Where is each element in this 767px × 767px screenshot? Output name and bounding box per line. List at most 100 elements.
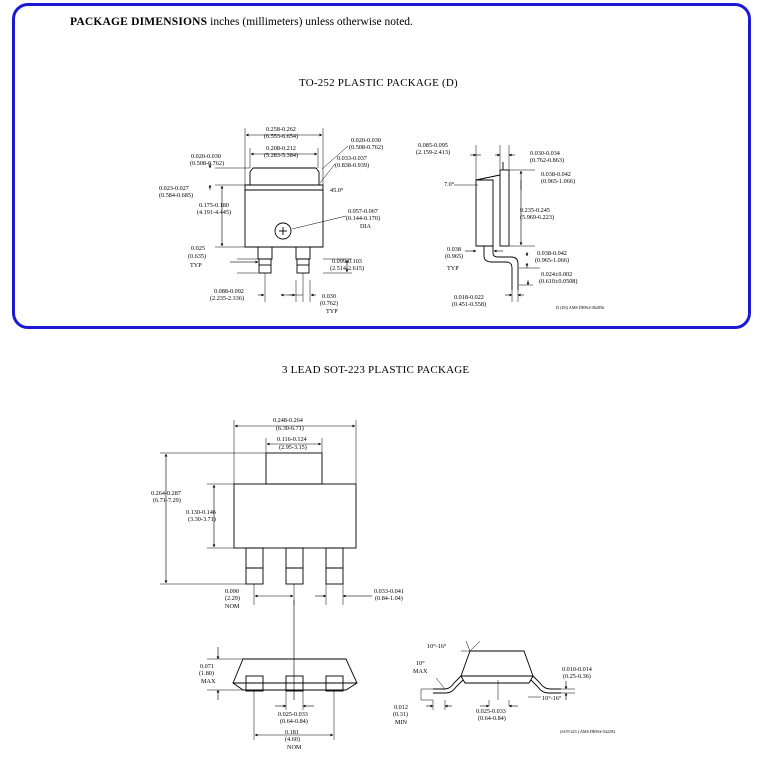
sot223-body (233, 483, 357, 549)
to252-side-tab (499, 169, 510, 247)
dimension-label-to252-side-drawing-id: D (D3) AMS DRW# 062856 (556, 305, 604, 310)
dimension-label-to252-side-dim-h-in: 0.018-0.022 (454, 294, 484, 301)
sot223-side-body (460, 650, 534, 677)
to252-lead-left (257, 246, 273, 260)
sot223-front-lead-3 (325, 675, 344, 692)
dimension-label-sot-top-dim-total-h-in: 0.264-0.287 (151, 490, 181, 497)
dimension-label-to252-side-dim-d-in: 0.235-0.245 (520, 207, 550, 214)
dimension-label-sot-side-dim-lead-mm: (0.64-0.84) (478, 715, 506, 722)
dimension-label-sot-side-dim-angle-right: 10°-16° (542, 695, 562, 702)
dimension-label-to252-front-dim-lead-len-in: 0.099-0.103 (332, 258, 362, 265)
dimension-label-to252-side-dim-g-mm: (0.610±0.0508) (539, 278, 577, 285)
dimension-label-sot-side-dim-angle-left-max: MAX (413, 668, 428, 675)
to252-body-outline (244, 184, 324, 248)
dimension-label-sot-top-dim-pitch-mm: (2.29) (225, 595, 240, 602)
dimension-label-to252-side-dim-c-mm: (0.965-1.066) (541, 178, 575, 185)
dimension-label-to252-front-dim-lead-w-typ: TYP (190, 262, 202, 269)
dimension-label-sot-front-dim-span-mm: (4.60) (285, 736, 300, 743)
dimension-label-to252-front-dim-tab-w-in: 0.208-0.212 (266, 145, 296, 152)
dimension-label-to252-side-dim-a-in: 0.085-0.095 (418, 142, 448, 149)
to252-side-lead (483, 246, 513, 290)
dimension-label-to252-front-dim-step-in: 0.033-0.037 (337, 155, 367, 162)
dimension-label-sot-top-dim-body-h-in: 0.130-0.146 (186, 509, 216, 516)
dimension-label-to252-side-dim-e-in: 0.038 (447, 246, 461, 253)
to252-side-labels: 0.085-0.095 (2.159-2.413) 0.030-0.034 (0… (416, 142, 604, 310)
dimension-label-to252-side-dim-f-mm: (0.965-1.066) (535, 257, 569, 264)
to252-front-view (208, 128, 352, 302)
to252-front-labels: 0.258-0.262 (6.553-6.654) 0.208-0.212 (5… (159, 126, 383, 315)
dimension-label-to252-side-dim-c-in: 0.038-0.042 (541, 171, 571, 178)
page-header: PACKAGE DIMENSIONS inches (millimeters) … (70, 16, 413, 28)
dimension-label-to252-front-dim-left-b-mm: (0.584-0.685) (159, 192, 193, 199)
dimension-label-sot-top-dim-tab-w-mm: (2.95-3.15) (279, 444, 307, 451)
dimension-label-sot-top-dim-pitch-nom: NOM (225, 603, 240, 610)
dimension-label-sot-top-dim-pitch-in: 0.090 (225, 588, 239, 595)
dimension-label-to252-front-dim-chamfer-mm: (0.508-0.762) (349, 144, 383, 151)
to252-lead-right (295, 246, 311, 260)
sot223-top-view (160, 420, 372, 700)
dimension-label-sot-side-dim-angle-left: 10° (416, 660, 425, 667)
dimension-label-to252-front-dim-left-b-in: 0.023-0.027 (159, 185, 189, 192)
dimension-label-sot-front-dim-h-max: MAX (201, 678, 216, 685)
sot223-front-lead-1 (245, 675, 264, 692)
header-rest: inches (millimeters) unless otherwise no… (207, 16, 413, 28)
sot223-side-lead-left (433, 675, 462, 690)
dimension-label-to252-front-dim-step-mm: (0.838-0.939) (335, 162, 369, 169)
dimension-label-to252-side-dim-f-in: 0.038-0.042 (537, 250, 567, 257)
to252-tab-outline (249, 167, 320, 185)
to252-side-body (475, 179, 494, 247)
dimension-label-sot-side-dim-thick-in: 0.010-0.014 (562, 666, 592, 673)
dimension-label-sot-side-drawing-id: (SOT-223 ) AMS DRW# 042292 (560, 729, 615, 734)
dimension-label-to252-side-dim-g-in: 0.024±0.002 (541, 271, 572, 278)
sot223-lead-2 (285, 547, 304, 585)
dimension-label-sot-top-dim-total-w-mm: (6.30-6.71) (276, 425, 304, 432)
sot223-front-labels: 0.071 (1.80) MAX 0.025-0.033 (0.64-0.84)… (199, 663, 308, 751)
sot223-side-labels: 10°-16° 10° MAX 0.010-0.014 (0.25-0.36) … (393, 643, 615, 734)
dimension-label-to252-side-dim-angle: 7.0° (444, 181, 455, 188)
sot223-front-view (207, 647, 358, 740)
dimension-label-sot-side-dim-lead-in: 0.025-0.033 (476, 708, 506, 715)
dimension-label-to252-front-dim-tab-w-mm: (5.283-5.384) (264, 152, 298, 159)
to252-section-frame (12, 3, 751, 329)
dimension-label-to252-front-dim-chamfer-in: 0.020-0.030 (351, 137, 381, 144)
dimension-label-sot-side-dim-thick-mm: (0.25-0.36) (563, 673, 591, 680)
dimension-label-to252-front-dim-left-step-in: 0.020-0.030 (191, 153, 221, 160)
dimension-label-to252-side-dim-b-in: 0.030-0.034 (530, 150, 560, 157)
dimension-label-sot-side-dim-foot-in: 0.012 (394, 704, 408, 711)
dimension-label-to252-front-dim-lead-w-mm: (0.635) (188, 253, 206, 260)
dimension-label-sot-top-dim-total-w-in: 0.248-0.264 (273, 417, 303, 424)
dimension-label-sot-side-dim-foot-min: MIN (395, 719, 408, 726)
dimension-label-to252-front-dim-body-h-in: 0.175-0.180 (199, 202, 229, 209)
dimension-label-to252-front-dim-pitch-in: 0.088-0.092 (214, 288, 244, 295)
dimension-label-to252-front-dim-lead-sp-typ: TYP (326, 308, 338, 315)
dimension-label-to252-side-dim-h-mm: (0.451-0.558) (452, 301, 486, 308)
dimension-label-to252-front-dim-hole-mm: (0.144-0.170) (346, 215, 380, 222)
dimension-label-sot-top-dim-lead-w-mm: (0.84-1.04) (375, 595, 403, 602)
dimension-label-to252-front-dim-total-w-in: 0.258-0.262 (266, 126, 296, 133)
dimension-label-sot-side-dim-angle-top: 10°-16° (427, 643, 447, 650)
dimension-label-to252-side-dim-a-mm: (2.159-2.413) (416, 149, 450, 156)
dimension-label-sot-front-dim-span-in: 0.181 (285, 729, 299, 736)
dimension-label-to252-front-dim-hole-in: 0.057-0.067 (348, 208, 378, 215)
to252-side-view (454, 145, 540, 302)
sot223-lead-3 (325, 547, 344, 585)
dimension-label-to252-front-dim-angle: 45.0° (330, 187, 344, 194)
sot223-lead-1 (245, 547, 264, 585)
dimension-label-sot-front-dim-span-nom: NOM (287, 744, 302, 751)
dimension-label-to252-side-dim-b-mm: (0.762-0.863) (530, 157, 564, 164)
sot223-front-lead-2 (285, 675, 304, 692)
dimension-label-sot-top-dim-tab-w-in: 0.116-0.124 (277, 436, 307, 443)
dimension-label-sot-front-dim-lead-in: 0.025-0.033 (278, 711, 308, 718)
dimension-label-sot-top-dim-lead-w-in: 0.033-0.041 (374, 588, 404, 595)
dimension-label-to252-front-dim-lead-sp-in: 0.030 (322, 293, 336, 300)
dimension-label-to252-front-dim-hole-label: DIA (360, 223, 372, 230)
dimension-label-to252-front-dim-lead-w-in: 0.025 (191, 245, 205, 252)
dimension-label-to252-front-dim-lead-len-mm: (2.514-2.615) (330, 265, 364, 272)
dimension-label-to252-front-dim-total-w-mm: (6.553-6.654) (264, 133, 298, 140)
header-bold: PACKAGE DIMENSIONS (70, 16, 208, 28)
dimension-label-sot-front-dim-h-in: 0.071 (200, 663, 214, 670)
dimension-label-sot-top-dim-total-h-mm: (6.71-7.29) (153, 497, 181, 504)
dimension-label-to252-side-dim-e-mm: (0.965) (445, 253, 463, 260)
dimension-label-sot-front-dim-h-mm: (1.80) (199, 670, 214, 677)
